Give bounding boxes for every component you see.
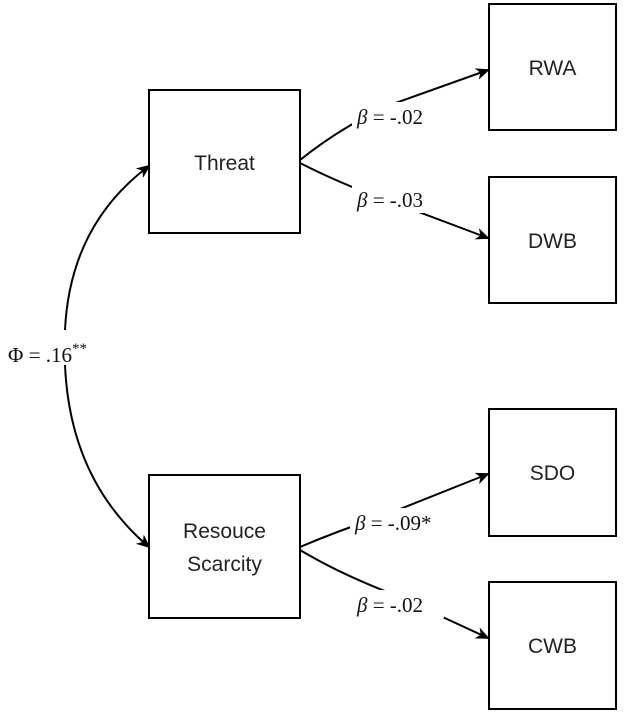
covariance-arrow-bottom [64, 364, 151, 549]
resource-scarcity-node: Resouce Scarcity [148, 474, 301, 619]
beta-threat-dwb: β = -.03 [356, 188, 423, 212]
beta-symbol: β [356, 593, 368, 617]
threat-label: Threat [194, 152, 255, 175]
beta-scarcity-cwb: β = -.02 [356, 593, 423, 617]
beta-symbol: β [356, 105, 368, 129]
rwa-label: RWA [529, 57, 577, 80]
dwb-node: DWB [488, 176, 617, 304]
beta-value: = -.03 [367, 188, 423, 212]
dwb-label: DWB [528, 230, 577, 253]
phi-value: Φ = .16 [8, 343, 72, 367]
sdo-node: SDO [488, 408, 617, 537]
beta-value: = -.09* [365, 511, 431, 535]
covariance-arrow-top [64, 164, 151, 331]
beta-symbol: β [356, 188, 368, 212]
cwb-node: CWB [488, 581, 617, 710]
sdo-label: SDO [530, 462, 576, 485]
resource-scarcity-label-line1: Resouce [183, 520, 266, 543]
beta-value: = -.02 [367, 105, 423, 129]
beta-threat-rwa: β = -.02 [356, 105, 423, 129]
phi-significance: ** [72, 341, 87, 357]
cwb-label: CWB [528, 635, 577, 658]
beta-symbol: β [354, 511, 366, 535]
threat-node: Threat [148, 89, 301, 234]
phi-label: Φ = .16** [8, 341, 87, 367]
beta-value: = -.02 [367, 593, 423, 617]
rwa-node: RWA [488, 3, 617, 131]
beta-scarcity-sdo: β = -.09* [354, 511, 432, 535]
resource-scarcity-label-line2: Scarcity [187, 553, 262, 576]
